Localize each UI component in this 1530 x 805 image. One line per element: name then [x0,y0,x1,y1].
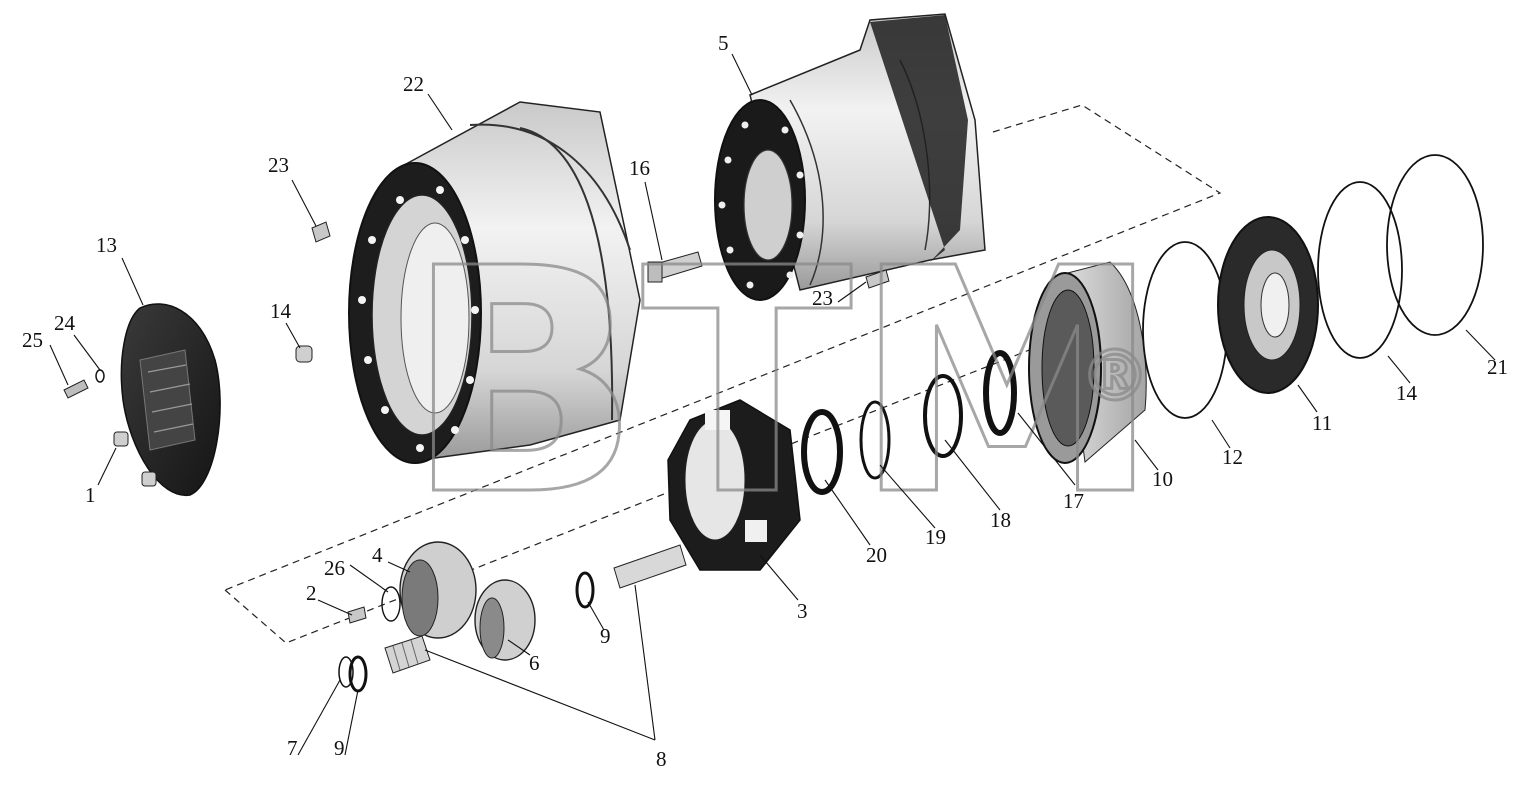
part-11-gear-hub [1217,216,1319,394]
label-9-middle: 9 [600,624,611,648]
snap-rings-12-14-21 [1142,154,1484,419]
label-5: 5 [718,31,729,55]
label-4: 4 [372,543,383,567]
label-25: 25 [22,328,43,352]
label-2: 2 [306,581,317,605]
watermark-text: BTM [405,203,1161,564]
label-14-left: 14 [270,299,292,323]
label-17: 17 [1063,489,1084,513]
label-21: 21 [1487,355,1508,379]
watermark-registered-mark: ® [1080,335,1150,417]
label-7: 7 [287,736,298,760]
part-3-planet-carrier [667,399,801,571]
part-10-ring-gear [1028,261,1147,464]
part-5-hub [714,13,986,301]
label-23-left: 23 [268,153,289,177]
rings-17-20 [801,350,1017,495]
label-23-right: 23 [812,286,833,310]
label-16: 16 [629,156,650,180]
part-13-cover-plate [120,303,221,496]
label-14-right: 14 [1396,381,1418,405]
label-20: 20 [866,543,887,567]
btm-watermark: BTM ® [404,202,1163,566]
leader-lines [49,53,1496,756]
label-12: 12 [1222,445,1243,469]
part-22-housing [348,101,641,464]
label-6: 6 [529,651,540,675]
label-9-lower: 9 [334,736,345,760]
label-1: 1 [85,483,96,507]
label-13: 13 [96,233,117,257]
small-fasteners [63,221,890,693]
label-18: 18 [990,508,1011,532]
label-24: 24 [54,311,76,335]
part-number-labels: 22 5 23 13 24 25 14 1 16 23 21 14 11 12 … [22,31,1508,771]
label-19: 19 [925,525,946,549]
label-26: 26 [324,556,345,580]
gears-4-6 [399,541,536,661]
label-8: 8 [656,747,667,771]
dashed-axis-lines [224,104,1222,644]
label-3: 3 [797,599,808,623]
label-11: 11 [1312,411,1332,435]
label-22: 22 [403,72,424,96]
label-10: 10 [1152,467,1173,491]
